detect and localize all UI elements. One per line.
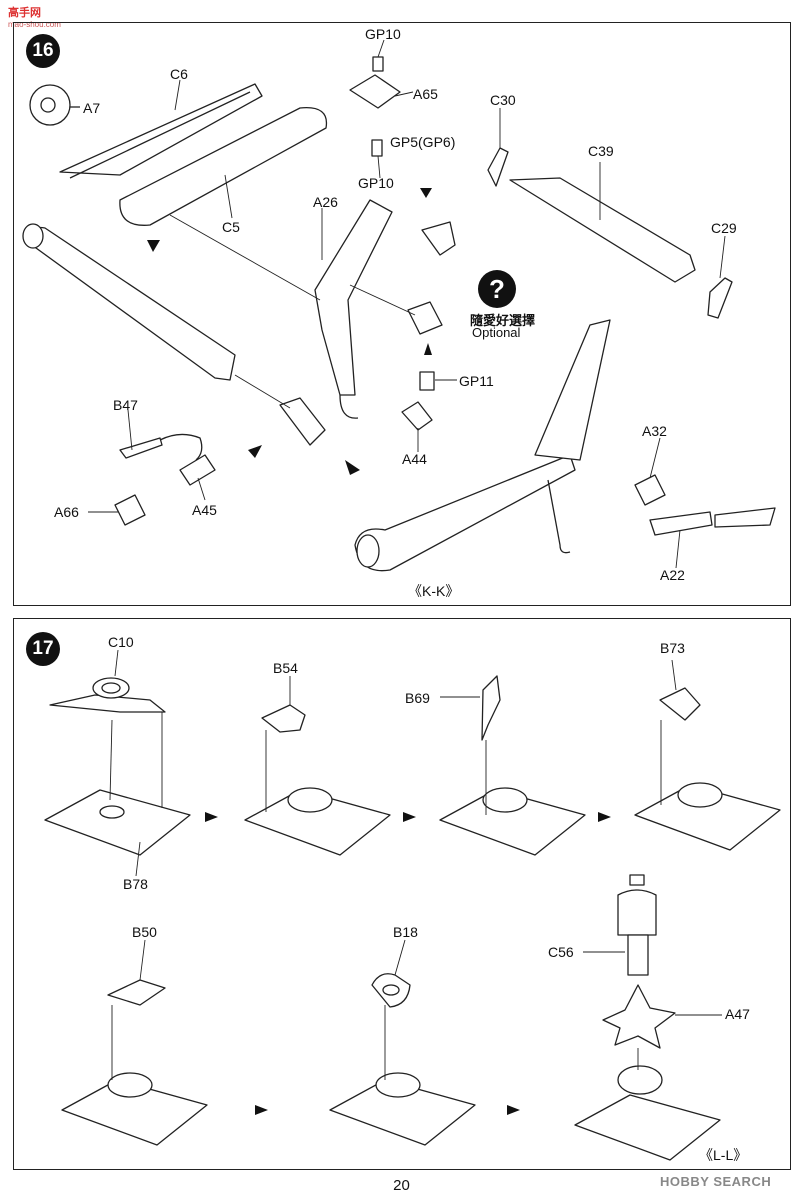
part-a26 bbox=[314, 199, 393, 396]
label-b18: B18 bbox=[393, 924, 418, 940]
question-mark-icon: ? bbox=[478, 270, 516, 308]
part-c29 bbox=[707, 277, 733, 319]
label-gp10-bottom: GP10 bbox=[358, 175, 394, 191]
part-c6 bbox=[59, 83, 263, 176]
part-a22-blade-left bbox=[649, 511, 713, 536]
view-label-l-l: 《L-L》 bbox=[699, 1147, 748, 1163]
label-a66: A66 bbox=[54, 504, 79, 520]
part-b78-plate bbox=[44, 789, 191, 856]
part-a47 bbox=[602, 984, 676, 1049]
label-c29: C29 bbox=[711, 220, 737, 236]
label-b47: B47 bbox=[113, 397, 138, 413]
label-gp10-top: GP10 bbox=[365, 26, 401, 42]
part-gp10-top bbox=[372, 56, 384, 72]
plate-step-5 bbox=[61, 1079, 208, 1146]
label-a45: A45 bbox=[192, 502, 217, 518]
label-b78: B78 bbox=[123, 876, 148, 892]
label-a22: A22 bbox=[660, 567, 685, 583]
view-label-k-k: 《K-K》 bbox=[408, 583, 460, 599]
label-gp11: GP11 bbox=[459, 373, 494, 389]
part-b73 bbox=[659, 687, 701, 721]
part-a66 bbox=[114, 494, 146, 526]
step-17-number: 17 bbox=[26, 632, 60, 666]
plate-step-3 bbox=[439, 789, 586, 856]
step-16-number: 16 bbox=[26, 34, 60, 68]
plate-step-7 bbox=[574, 1094, 721, 1161]
label-a65: A65 bbox=[413, 86, 438, 102]
label-a32: A32 bbox=[642, 423, 667, 439]
label-c30: C30 bbox=[490, 92, 516, 108]
step-17-panel bbox=[13, 618, 791, 1170]
part-gp10-bottom bbox=[371, 139, 383, 157]
label-gp5: GP5(GP6) bbox=[390, 134, 456, 150]
part-c10 bbox=[49, 694, 166, 713]
step-16-panel bbox=[13, 22, 791, 606]
part-c5 bbox=[119, 107, 328, 226]
label-a44: A44 bbox=[402, 451, 427, 467]
part-rotor-hub bbox=[279, 397, 326, 446]
part-b54 bbox=[261, 704, 306, 733]
label-b54: B54 bbox=[273, 660, 298, 676]
label-a47: A47 bbox=[725, 1006, 750, 1022]
label-c56: C56 bbox=[548, 944, 574, 960]
part-b69 bbox=[481, 675, 501, 741]
part-a32 bbox=[634, 474, 666, 506]
part-a65 bbox=[349, 74, 401, 109]
label-optional-en: Optional bbox=[472, 325, 521, 340]
part-c39 bbox=[509, 177, 696, 283]
part-a44 bbox=[401, 401, 433, 431]
label-c6: C6 bbox=[170, 66, 188, 82]
page-number: 20 bbox=[393, 1177, 410, 1194]
part-c56-top bbox=[629, 874, 645, 886]
label-optional-cn: 隨愛好選擇 bbox=[470, 313, 536, 328]
label-c5: C5 bbox=[222, 219, 240, 235]
hobby-search-watermark: HOBBY SEARCH bbox=[660, 1174, 772, 1189]
part-b47 bbox=[119, 437, 163, 459]
part-c30 bbox=[487, 147, 509, 187]
label-c39: C39 bbox=[588, 143, 614, 159]
label-b50: B50 bbox=[132, 924, 157, 940]
label-a26: A26 bbox=[313, 194, 338, 210]
part-optional-lower bbox=[407, 301, 443, 335]
part-tail-boom-assembled bbox=[354, 454, 576, 572]
label-b73: B73 bbox=[660, 640, 685, 656]
label-b69: B69 bbox=[405, 690, 430, 706]
label-c10: C10 bbox=[108, 634, 134, 650]
part-assembled-fin bbox=[534, 319, 611, 461]
label-a7: A7 bbox=[83, 100, 101, 116]
part-tail-boom-left bbox=[24, 226, 236, 381]
part-b50 bbox=[107, 979, 166, 1006]
plate-step-2 bbox=[244, 789, 391, 856]
part-a45 bbox=[179, 454, 216, 486]
plate-step-4 bbox=[634, 784, 781, 851]
part-a22-blade-right bbox=[714, 507, 776, 528]
part-optional-upper bbox=[421, 221, 456, 256]
plate-step-6 bbox=[329, 1079, 476, 1146]
part-gp11 bbox=[419, 371, 435, 391]
